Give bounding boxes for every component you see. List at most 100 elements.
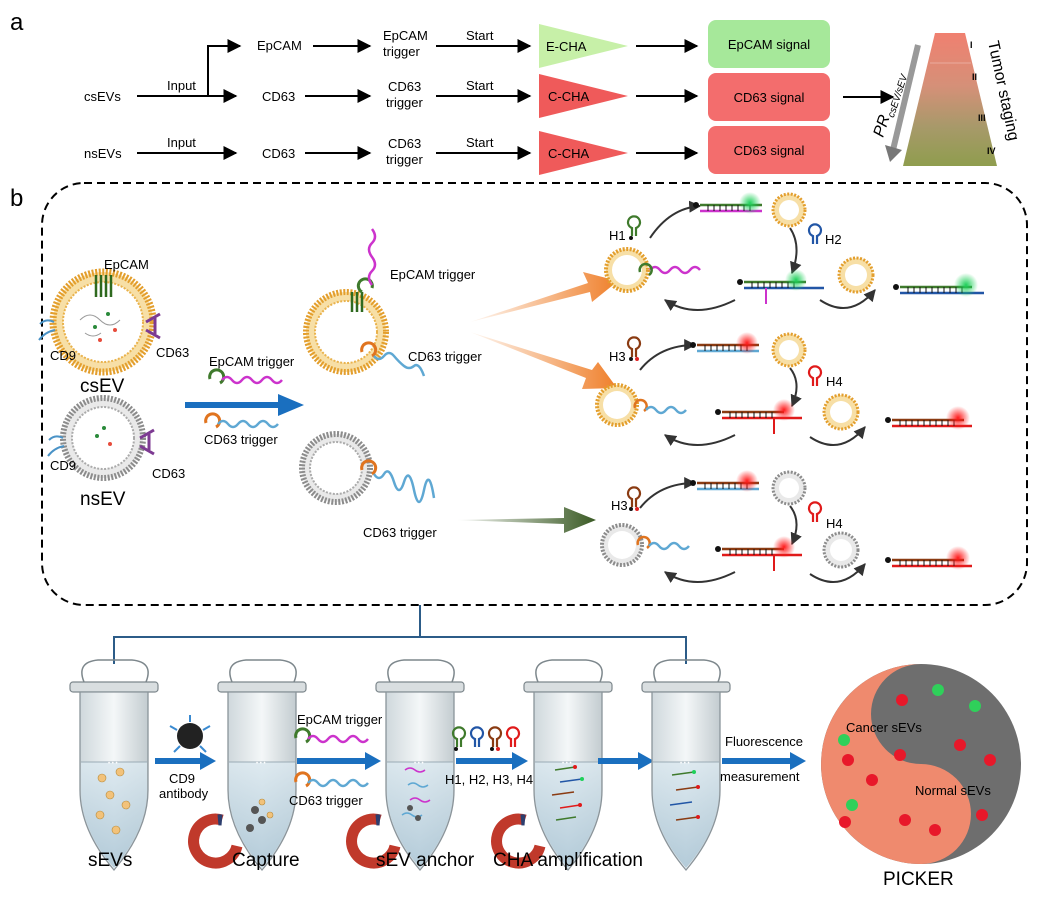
step-sevs-label: sEVs [88, 850, 132, 871]
panel-a: a csEVs Input EpCAM EpCAM trigger Start … [10, 9, 1022, 175]
c-cha-triangle-1 [539, 74, 628, 118]
panel-label-a: a [10, 9, 24, 36]
step-cha-label: CHA amplification [493, 850, 643, 871]
cd63-target-label-2: CD63 [262, 146, 295, 161]
arrow-step1 [155, 752, 216, 770]
panel-b-dashed-frame [41, 182, 1028, 606]
epcam-signal-box [708, 20, 830, 68]
step5-label-line2: measurement [720, 769, 800, 784]
nsev-cd63-label: CD63 [152, 466, 185, 481]
nsev-cd9-label: CD9 [50, 458, 76, 473]
epcam-target-label: EpCAM [257, 38, 302, 53]
tube-2 [186, 659, 307, 871]
arrow-step3 [456, 752, 528, 770]
c-cha-label-1: C-CHA [548, 89, 589, 104]
stage-ii: II [972, 72, 977, 82]
e-cha-label: E-CHA [546, 39, 587, 54]
tube-3 [344, 659, 465, 871]
step2-cd63-label: CD63 trigger [289, 793, 363, 808]
c-cha-triangle-2 [539, 131, 628, 175]
step2-triggers [294, 727, 369, 788]
hairpin-h4-label: H4 [826, 374, 843, 389]
epcam-trigger-line2: trigger [383, 44, 421, 59]
cd63-trigger-2-line1: CD63 [388, 136, 421, 151]
cd63-trigger-1-line2: trigger [386, 95, 424, 110]
csev-cd63-label: CD63 [156, 345, 189, 360]
workflow: sEVs CD9 antibody Capture EpCAM trigger … [69, 659, 1021, 890]
step3-hairpins [451, 726, 521, 753]
e-cha-cycle [604, 192, 984, 311]
arrow-step5 [722, 752, 806, 770]
csev-cd9-label: CD9 [50, 348, 76, 363]
hairpin-h1-label: H1 [609, 228, 626, 243]
cd63-start-label-2: Start [466, 135, 494, 150]
complex-ns-cd63-trigger-label: CD63 trigger [363, 525, 437, 540]
ratio-main: PR [871, 112, 894, 139]
step5-label-line1: Fluorescence [725, 734, 803, 749]
complex-cd63-trigger-label: CD63 trigger [408, 349, 482, 364]
epcam-trigger-reagent [208, 368, 283, 385]
csev-trigger-complex [303, 228, 426, 377]
nsev-vesicle [47, 395, 155, 481]
tube-5 [641, 659, 731, 871]
cd9-antibody-bead [169, 715, 211, 753]
epcam-signal-label: EpCAM signal [728, 37, 810, 52]
input-label-nsevs: Input [167, 135, 196, 150]
nsevs-label: nsEVs [84, 146, 122, 161]
step-capture-label: Capture [232, 850, 300, 871]
orange-arrow-epcam [470, 272, 618, 322]
tumor-staging-title: Tumor staging [984, 39, 1022, 142]
step-anchor-label: sEV anchor [376, 850, 475, 871]
stage-i: I [970, 40, 973, 50]
c-cha-cycle-ns [600, 470, 972, 583]
cd63-trigger-reagent-label: CD63 trigger [204, 432, 278, 447]
epcam-start-label: Start [466, 28, 494, 43]
branch-arrow-epcam [207, 39, 242, 96]
nsev-trigger-complex [299, 431, 436, 505]
hairpin-h2-label: H2 [825, 232, 842, 247]
panel-label-b: b [10, 185, 23, 212]
picker-yin-yang [821, 664, 1021, 864]
csevs-label: csEVs [84, 89, 121, 104]
epcam-trigger-reagent-label: EpCAM trigger [209, 354, 295, 369]
cd63-signal-label-1: CD63 signal [734, 90, 805, 105]
e-cha-triangle [539, 24, 628, 68]
input-label-csevs: Input [167, 78, 196, 93]
cd63-signal-box-2 [708, 126, 830, 174]
cd63-start-label-1: Start [466, 78, 494, 93]
arrow-step2 [297, 752, 381, 770]
green-arrow-ns-cd63 [457, 507, 596, 533]
cd63-target-label-1: CD63 [262, 89, 295, 104]
cd63-trigger-reagent [204, 412, 279, 429]
stage-iv: IV [987, 146, 996, 156]
workflow-bracket [113, 605, 687, 664]
tube-4 [489, 659, 613, 871]
cd63-signal-label-2: CD63 signal [734, 143, 805, 158]
epcam-trigger-line1: EpCAM [383, 28, 428, 43]
c-cha-label-2: C-CHA [548, 146, 589, 161]
arrow-step4 [598, 752, 654, 770]
mixing-arrow [185, 394, 304, 416]
csev-title: csEV [80, 376, 125, 397]
cd63-signal-box-1 [708, 73, 830, 121]
complex-epcam-trigger-label: EpCAM trigger [390, 267, 476, 282]
hairpin-h3-label: H3 [609, 349, 626, 364]
tube-1 [69, 659, 159, 871]
picker-title: PICKER [883, 869, 954, 890]
step1-label-line1: CD9 [169, 771, 195, 786]
orange-arrow-cd63 [470, 332, 617, 389]
nsev-title: nsEV [80, 489, 126, 510]
picker-cancer-label: Cancer sEVs [846, 720, 922, 735]
step2-epcam-label: EpCAM trigger [297, 712, 383, 727]
csev-epcam-label: EpCAM [104, 257, 149, 272]
step3-label: H1, H2, H3, H4 [445, 772, 533, 787]
ratio-gradient-arrow [890, 44, 921, 151]
c-cha-cycle-cs [595, 332, 972, 446]
cd63-trigger-1-line1: CD63 [388, 79, 421, 94]
hairpin-h4b-label: H4 [826, 516, 843, 531]
cd63-trigger-2-line2: trigger [386, 152, 424, 167]
step1-label-line2: antibody [159, 786, 209, 801]
tumor-staging-pyramid [903, 33, 997, 166]
picker-normal-label: Normal sEVs [915, 783, 991, 798]
